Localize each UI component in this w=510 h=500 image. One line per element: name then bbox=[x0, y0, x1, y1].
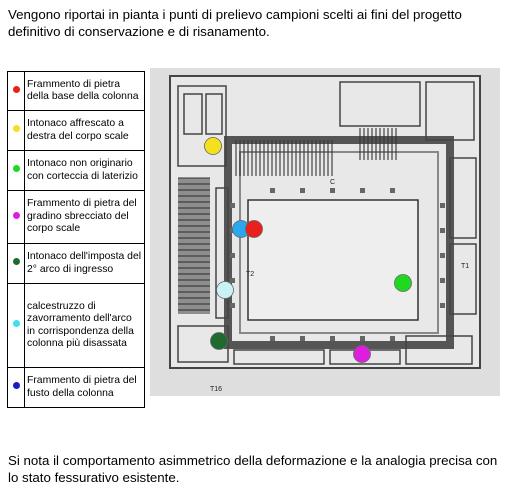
legend-swatch bbox=[12, 320, 20, 328]
legend-row: Intonaco affrescato a destra del corpo s… bbox=[7, 110, 145, 151]
legend-swatch-cell bbox=[7, 110, 25, 151]
legend-label: Frammento di pietra del gradino sbreccia… bbox=[24, 190, 145, 244]
plan-label-t2: T2 bbox=[246, 271, 254, 278]
legend-swatch-cell bbox=[7, 150, 25, 191]
legend-row: calcestruzzo di zavorramento dell'arco i… bbox=[7, 283, 145, 368]
plan-label-t16: T16 bbox=[210, 386, 222, 393]
legend-swatch-cell bbox=[7, 283, 25, 368]
closing-paragraph: Si nota il comportamento asimmetrico del… bbox=[8, 453, 498, 485]
legend-label: Frammento di pietra della base della col… bbox=[24, 71, 145, 111]
plan-label-c: C bbox=[330, 179, 335, 186]
legend-swatch-cell bbox=[7, 243, 25, 284]
legend-swatch bbox=[12, 258, 20, 266]
legend-swatch bbox=[12, 382, 20, 390]
legend-swatch bbox=[12, 85, 20, 93]
marker-magenta bbox=[353, 345, 371, 363]
marker-darkgreen bbox=[210, 332, 228, 350]
legend-label: Intonaco dell'imposta del 2° arco di ing… bbox=[24, 243, 145, 284]
legend-swatch bbox=[12, 211, 20, 219]
marker-yellow bbox=[204, 137, 222, 155]
legend-row: Frammento di pietra del fusto della colo… bbox=[7, 367, 145, 408]
legend-swatch bbox=[12, 165, 20, 173]
marker-red bbox=[245, 220, 263, 238]
legend-swatch-cell bbox=[7, 190, 25, 244]
intro-paragraph: Vengono riportai in pianta i punti di pr… bbox=[8, 7, 462, 39]
plan-label-t1: T1 bbox=[461, 263, 469, 270]
legend-row: Frammento di pietra del gradino sbreccia… bbox=[7, 190, 145, 244]
legend-row: Intonaco dell'imposta del 2° arco di ing… bbox=[7, 243, 145, 284]
legend-table: Frammento di pietra della base della col… bbox=[7, 71, 145, 408]
legend-row: Frammento di pietra della base della col… bbox=[7, 71, 145, 111]
legend-swatch bbox=[12, 125, 20, 133]
marker-cyan bbox=[216, 281, 234, 299]
floor-plan: C T2 T16 T1 bbox=[150, 68, 500, 396]
legend-label: Frammento di pietra del fusto della colo… bbox=[24, 367, 145, 408]
legend-label: Intonaco affrescato a destra del corpo s… bbox=[24, 110, 145, 151]
marker-green bbox=[394, 274, 412, 292]
legend-swatch-cell bbox=[7, 71, 25, 111]
legend-swatch-cell bbox=[7, 367, 25, 408]
legend-label: calcestruzzo di zavorramento dell'arco i… bbox=[24, 283, 145, 368]
legend-row: Intonaco non originario con corteccia di… bbox=[7, 150, 145, 191]
legend-label: Intonaco non originario con corteccia di… bbox=[24, 150, 145, 191]
